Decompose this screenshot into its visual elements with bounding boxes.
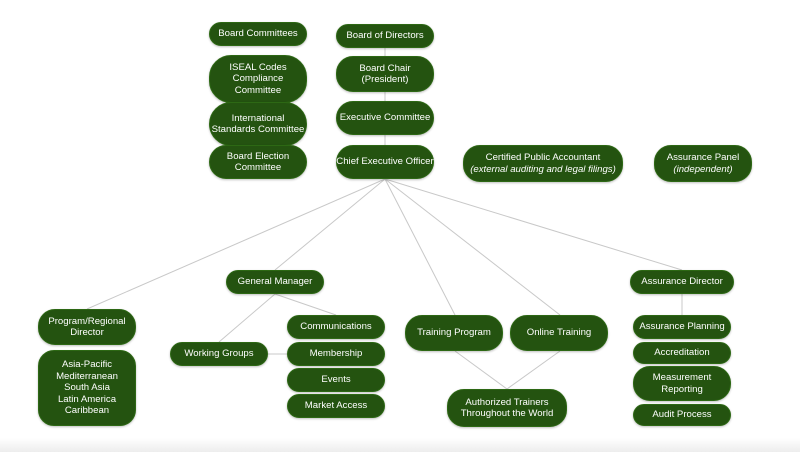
node-label-line: Director xyxy=(70,327,104,338)
node-label-line: Communications xyxy=(300,321,372,333)
node-label-line: Throughout the World xyxy=(460,408,554,419)
assurance-planning-node: Assurance Planning xyxy=(633,315,731,339)
node-label-line: Caribbean xyxy=(64,405,110,417)
bottom-shadow xyxy=(0,438,800,452)
online-training-node: Online Training xyxy=(510,315,608,351)
board-of-directors-node: Board of Directors xyxy=(336,24,434,48)
node-label-line: Board Election xyxy=(226,150,290,162)
connector-line xyxy=(274,178,386,271)
node-label-line: Latin America xyxy=(57,393,117,405)
executive-committee-node: Executive Committee xyxy=(336,101,434,135)
assurance-panel-node: Assurance Panel (independent) xyxy=(654,145,752,182)
board-committees-node: Board Committees xyxy=(209,22,307,46)
general-manager-node: General Manager xyxy=(226,270,324,294)
node-label-line: ISEAL Codes xyxy=(229,61,287,73)
connector-line xyxy=(384,178,561,316)
node-label-line: Committee xyxy=(234,162,282,173)
node-label-line: Training Program xyxy=(417,327,491,339)
node-label-line: South Asia xyxy=(64,382,110,394)
node-label-line: Events xyxy=(321,374,351,386)
node-label-line: Assurance Director xyxy=(641,276,723,288)
accreditation-node: Accreditation xyxy=(633,342,731,364)
node-label-line: Market Access xyxy=(304,400,368,412)
connector-line xyxy=(384,178,456,316)
node-label-line: Assurance Planning xyxy=(639,321,725,333)
cpa-title: Certified Public Accountant xyxy=(485,152,601,163)
connector-line xyxy=(86,178,386,310)
working-groups-node: Working Groups xyxy=(170,342,268,366)
node-label-line: Standards Committee xyxy=(211,124,305,135)
node-label-line: Authorized Trainers xyxy=(465,396,549,408)
node-label-line: Online Training xyxy=(526,327,592,339)
training-program-node: Training Program xyxy=(405,315,503,351)
node-label-line: Asia-Pacific xyxy=(61,359,113,371)
node-label-line: Board Committees xyxy=(218,28,298,40)
node-label-line: Program/Regional xyxy=(48,315,126,327)
certified-public-accountant-node: Certified Public Accountant (external au… xyxy=(463,145,623,182)
node-label-line: Working Groups xyxy=(184,348,254,360)
events-node: Events xyxy=(287,368,385,392)
connector-line xyxy=(274,293,337,316)
node-label-line: Executive Committee xyxy=(339,112,431,124)
node-label-line: Measurement xyxy=(652,372,712,383)
node-label-line: Board of Directors xyxy=(346,30,424,42)
assurance-panel-note: (independent) xyxy=(673,163,733,175)
node-label-line: Membership xyxy=(309,348,363,360)
connector-line xyxy=(218,293,276,343)
cpa-note: (external auditing and legal filings) xyxy=(470,163,616,175)
assurance-panel-title: Assurance Panel xyxy=(666,152,740,163)
board-chair-node: Board Chair(President) xyxy=(336,56,434,92)
assurance-director-node: Assurance Director xyxy=(630,270,734,294)
node-label-line: Chief Executive Officer xyxy=(336,156,434,168)
node-label-line: Reporting xyxy=(661,383,703,395)
connector-line xyxy=(454,350,508,390)
node-label-line: Audit Process xyxy=(652,409,712,421)
node-label-line: General Manager xyxy=(237,276,313,288)
market-access-node: Market Access xyxy=(287,394,385,418)
chief-executive-officer-node: Chief Executive Officer xyxy=(336,145,434,179)
node-label-line: International xyxy=(231,112,285,124)
membership-node: Membership xyxy=(287,342,385,366)
communications-node: Communications xyxy=(287,315,385,339)
node-label-line: Committee xyxy=(234,84,282,96)
node-label-line: Board Chair xyxy=(359,62,411,74)
node-label-line: Mediterranean xyxy=(56,370,118,382)
node-label-line: (President) xyxy=(361,74,409,85)
connector-line xyxy=(506,350,561,390)
node-label-line: Accreditation xyxy=(654,347,710,359)
node-label-line: Compliance xyxy=(232,73,284,85)
audit-process-node: Audit Process xyxy=(633,404,731,426)
connector-line xyxy=(384,178,683,271)
